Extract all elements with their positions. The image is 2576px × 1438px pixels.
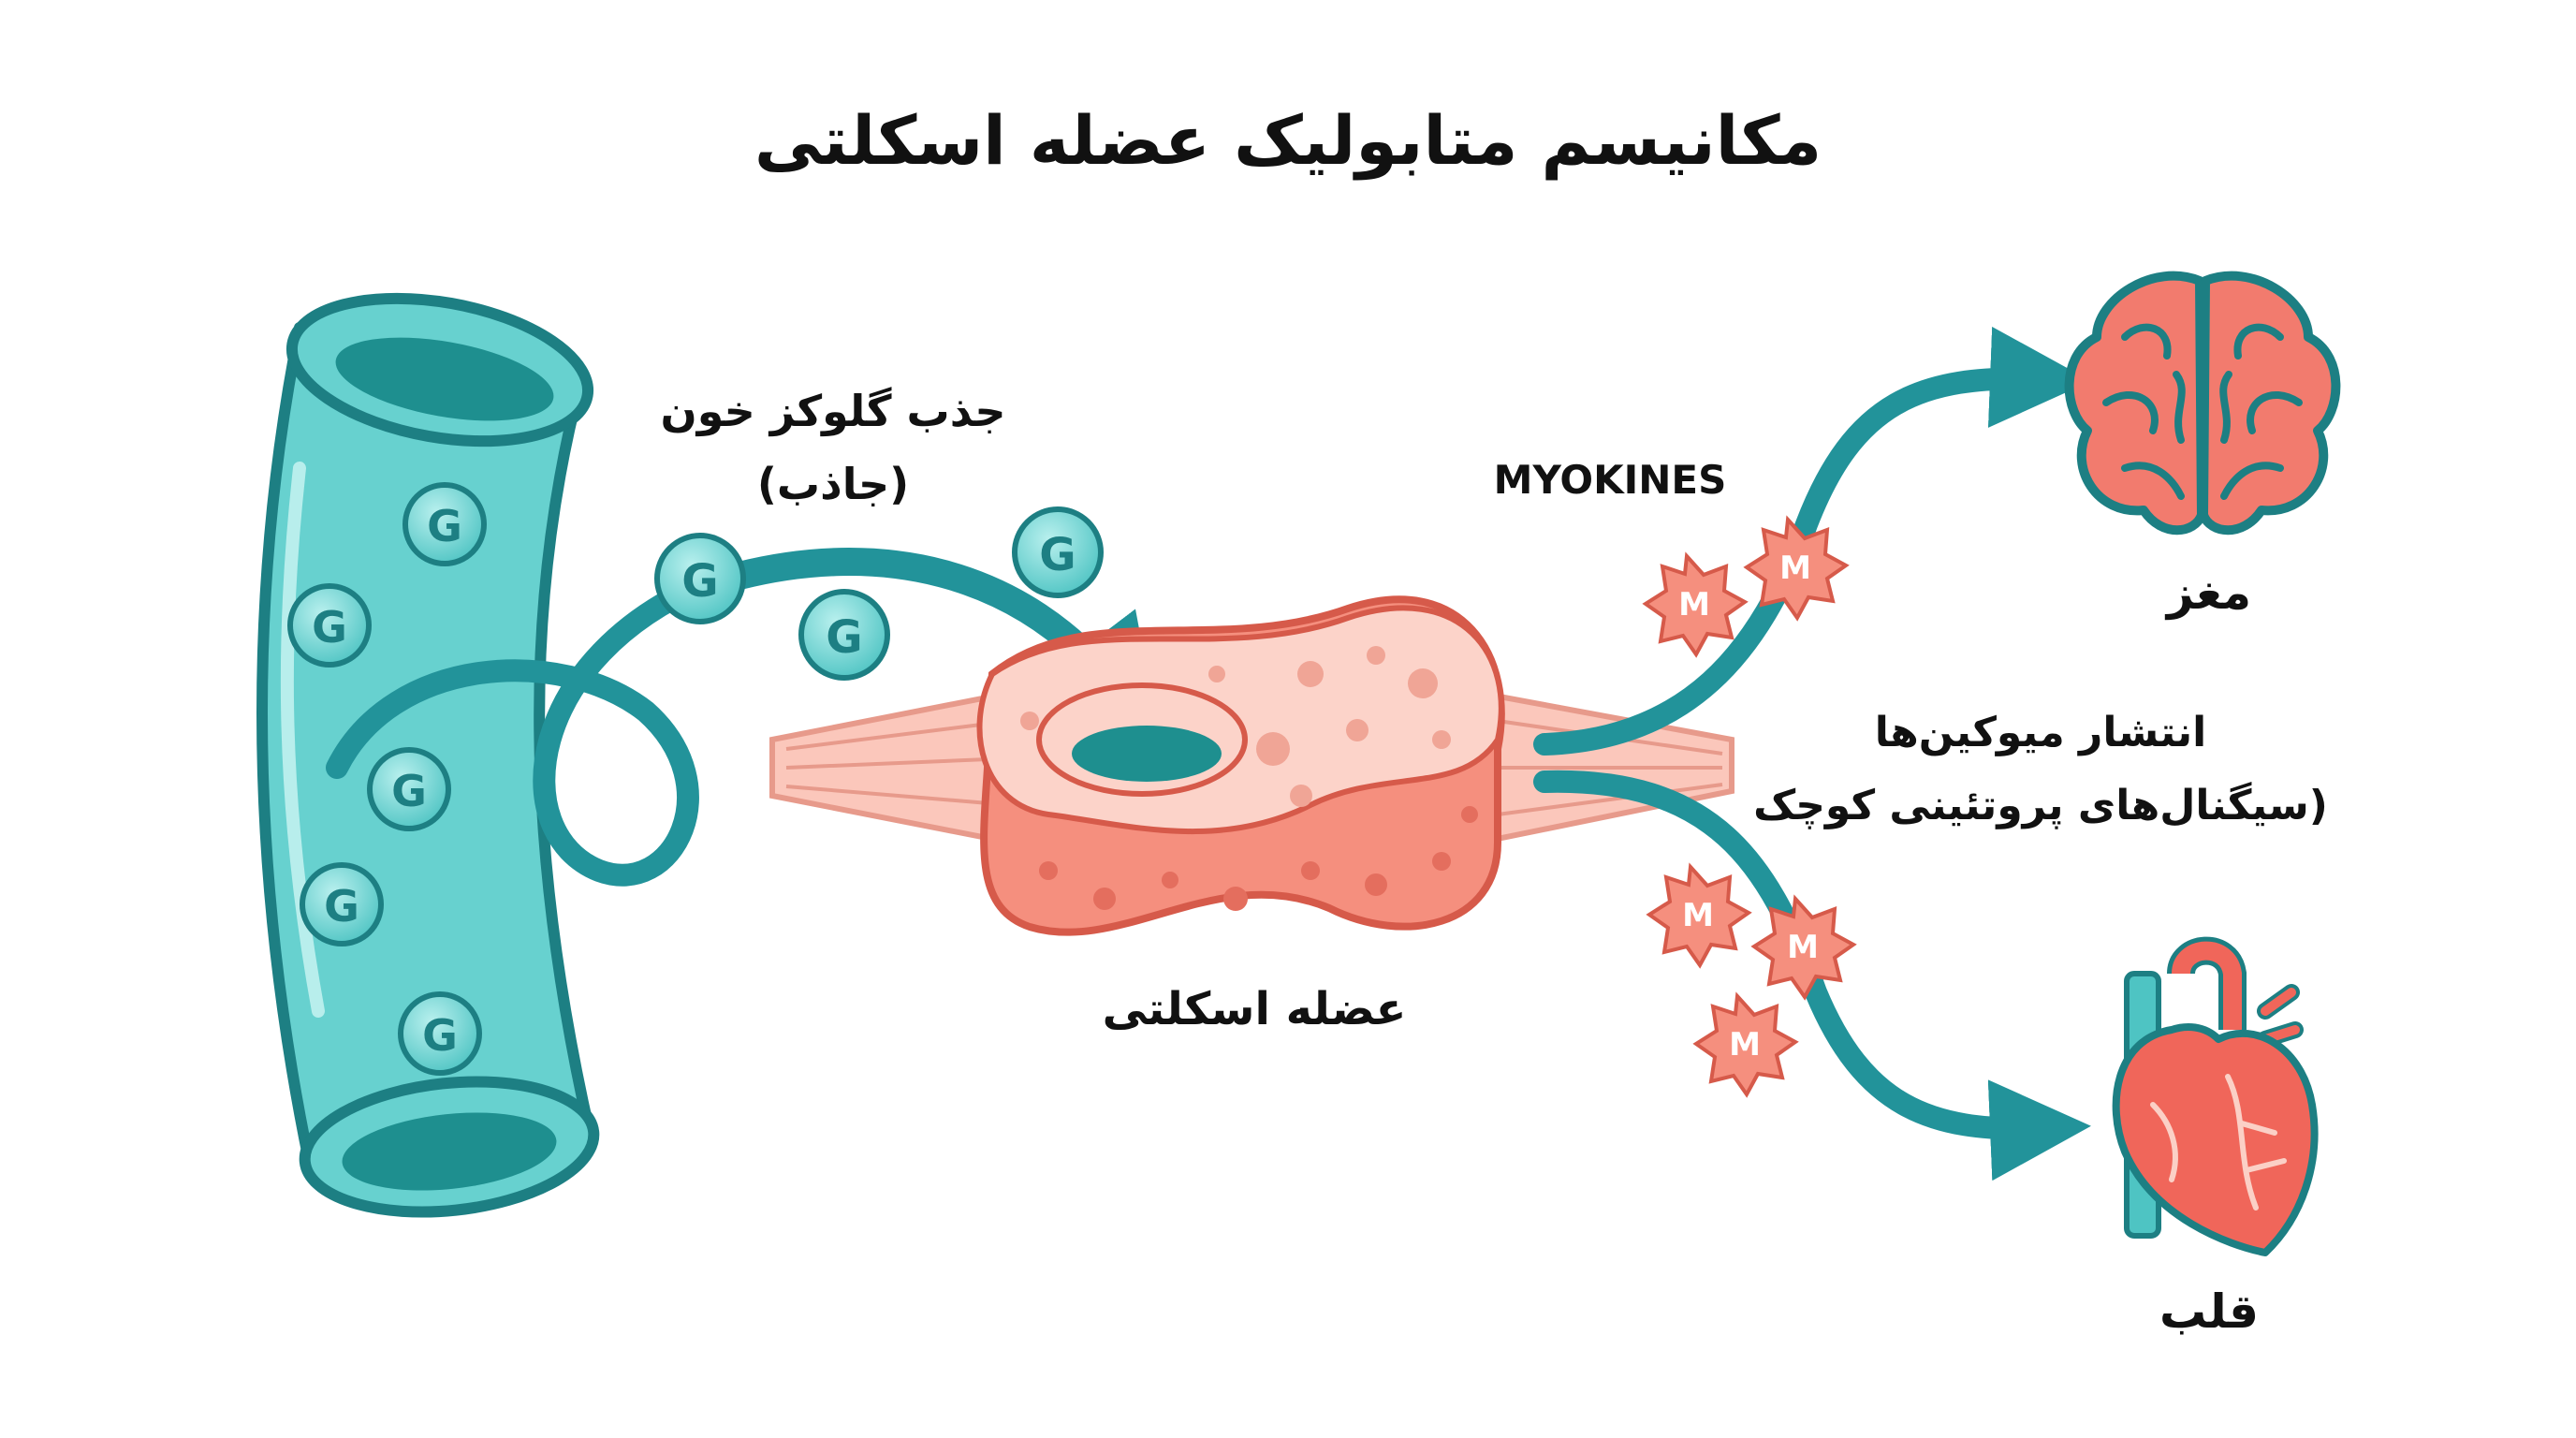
myokine-arrow-to-brain: [1533, 326, 2091, 756]
glucose-molecule-icon: G: [654, 533, 746, 624]
heart-icon: [2112, 936, 2319, 1256]
glucose-uptake-label: جذب گلوکز خون (جاذب): [599, 374, 1067, 521]
svg-text:M: M: [1779, 550, 1811, 587]
myokine-release-label-line1: انتشار میوکین‌ها: [1874, 709, 2207, 756]
glucose-molecule-icon: G: [1012, 506, 1104, 598]
svg-text:G: G: [324, 881, 359, 932]
myokine-molecule-icon: M: [1743, 515, 1850, 622]
svg-text:G: G: [826, 611, 862, 664]
svg-text:M: M: [1678, 586, 1710, 624]
myokine-arrow-to-heart: [1533, 770, 2091, 1181]
heart-label: قلب: [2159, 1284, 2260, 1339]
glucose-molecule-icon: G: [287, 583, 372, 668]
page-title: مکانیسم متابولیک عضله اسکلتی: [754, 101, 1822, 180]
glucose-molecule-icon: G: [798, 589, 890, 681]
glucose-molecule-icon: G: [367, 747, 451, 831]
blood-vessel-icon: [256, 292, 600, 1218]
glucose-uptake-label-line2: (جاذب): [756, 459, 910, 509]
myokines-label: MYOKINES: [1493, 457, 1727, 503]
brain-icon: [2064, 271, 2341, 536]
glucose-loop-path: [326, 569, 723, 887]
myokine-molecule-icon: M: [1750, 894, 1857, 1001]
svg-text:M: M: [1787, 929, 1819, 966]
muscle-tissue-icon: [769, 595, 1734, 936]
glucose-in-vessel: G G G G G: [287, 482, 487, 1076]
svg-text:G: G: [391, 766, 427, 816]
svg-text:M: M: [1682, 897, 1714, 934]
brain-label: مغز: [2166, 565, 2252, 620]
svg-text:G: G: [1039, 529, 1076, 581]
skeletal-muscle-label: عضله اسکلتی: [1102, 983, 1407, 1035]
svg-text:G: G: [427, 501, 462, 551]
svg-text:G: G: [422, 1010, 458, 1061]
myokine-release-label: انتشار میوکین‌ها (سیگنال‌های پروتئینی کو…: [1704, 697, 2378, 843]
glucose-molecule-icon: G: [300, 862, 384, 946]
glucose-molecule-icon: G: [402, 482, 487, 566]
myokine-release-label-line2: (سیگنال‌های پروتئینی کوچک: [1753, 782, 2328, 829]
svg-text:M: M: [1729, 1026, 1761, 1064]
glucose-uptake-label-line1: جذب گلوکز خون: [660, 386, 1006, 436]
myokine-molecule-icon: M: [1646, 862, 1752, 969]
myokine-molecule-icon: M: [1642, 551, 1749, 658]
myokine-molecule-icon: M: [1692, 991, 1799, 1098]
glucose-molecule-icon: G: [398, 991, 482, 1076]
svg-text:G: G: [312, 602, 347, 653]
svg-text:G: G: [681, 555, 718, 608]
